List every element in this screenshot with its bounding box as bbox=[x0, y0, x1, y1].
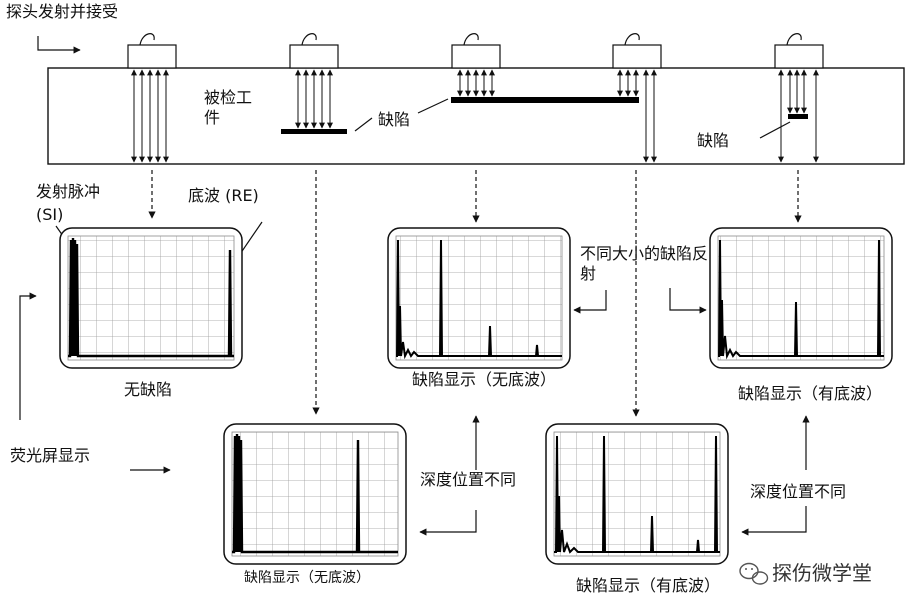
defect-large bbox=[451, 97, 639, 103]
dashed-arrows bbox=[148, 170, 802, 417]
defects bbox=[281, 97, 808, 134]
workpiece-label: 被检工件 bbox=[204, 88, 253, 127]
waveform bbox=[232, 433, 398, 554]
probe-icon bbox=[289, 33, 339, 69]
screen-small-defect-with-back bbox=[709, 227, 893, 369]
caption-defect-no-back: 缺陷显示（无底波） bbox=[412, 370, 557, 389]
screen-large-defect-no-back bbox=[387, 227, 571, 369]
connector-arrows bbox=[19, 288, 810, 536]
si-label: (SI) bbox=[36, 205, 64, 224]
waveform bbox=[718, 239, 884, 360]
fluorescent-label: 荧光屏显示 bbox=[10, 446, 91, 465]
caption-defect-with-back-bottom: 缺陷显示（有底波） bbox=[576, 576, 721, 595]
waveform bbox=[396, 239, 562, 360]
screen-deep-defect-with-back bbox=[545, 423, 729, 565]
depth-label-left: 深度位置不同 bbox=[420, 470, 517, 489]
sound-beams bbox=[131, 69, 819, 163]
probes bbox=[127, 33, 824, 69]
caption-defect-with-back: 缺陷显示（有底波） bbox=[738, 384, 883, 403]
title-arrow bbox=[37, 36, 81, 54]
no-defect-caption: 无缺陷 bbox=[124, 380, 173, 399]
depth-label-right: 深度位置不同 bbox=[750, 482, 847, 501]
defect-label-right: 缺陷 bbox=[697, 131, 730, 150]
back-echo-label: 底波 (RE) bbox=[188, 186, 259, 205]
defect-small bbox=[788, 114, 808, 119]
defect-mid bbox=[281, 129, 347, 134]
waveform bbox=[554, 435, 720, 554]
probe-icon bbox=[451, 33, 501, 69]
wechat-icon bbox=[739, 562, 769, 585]
transmit-pulse-label: 发射脉冲 bbox=[36, 182, 101, 201]
probe-icon bbox=[127, 33, 177, 69]
leader-lines bbox=[354, 98, 791, 139]
title-label: 探头发射并接受 bbox=[6, 2, 119, 21]
caption-defect-no-back-bottom: 缺陷显示（无底波） bbox=[244, 570, 370, 586]
waveform bbox=[68, 237, 234, 358]
screen-shallow-defect-no-back bbox=[223, 423, 407, 565]
probe-icon bbox=[612, 33, 662, 69]
watermark-text: 探伤微学堂 bbox=[772, 561, 872, 585]
screen-no-defect bbox=[59, 227, 243, 369]
diff-size-label: 不同大小的缺陷反射 bbox=[580, 244, 709, 283]
defect-label: 缺陷 bbox=[378, 110, 411, 129]
probe-icon bbox=[774, 33, 824, 69]
